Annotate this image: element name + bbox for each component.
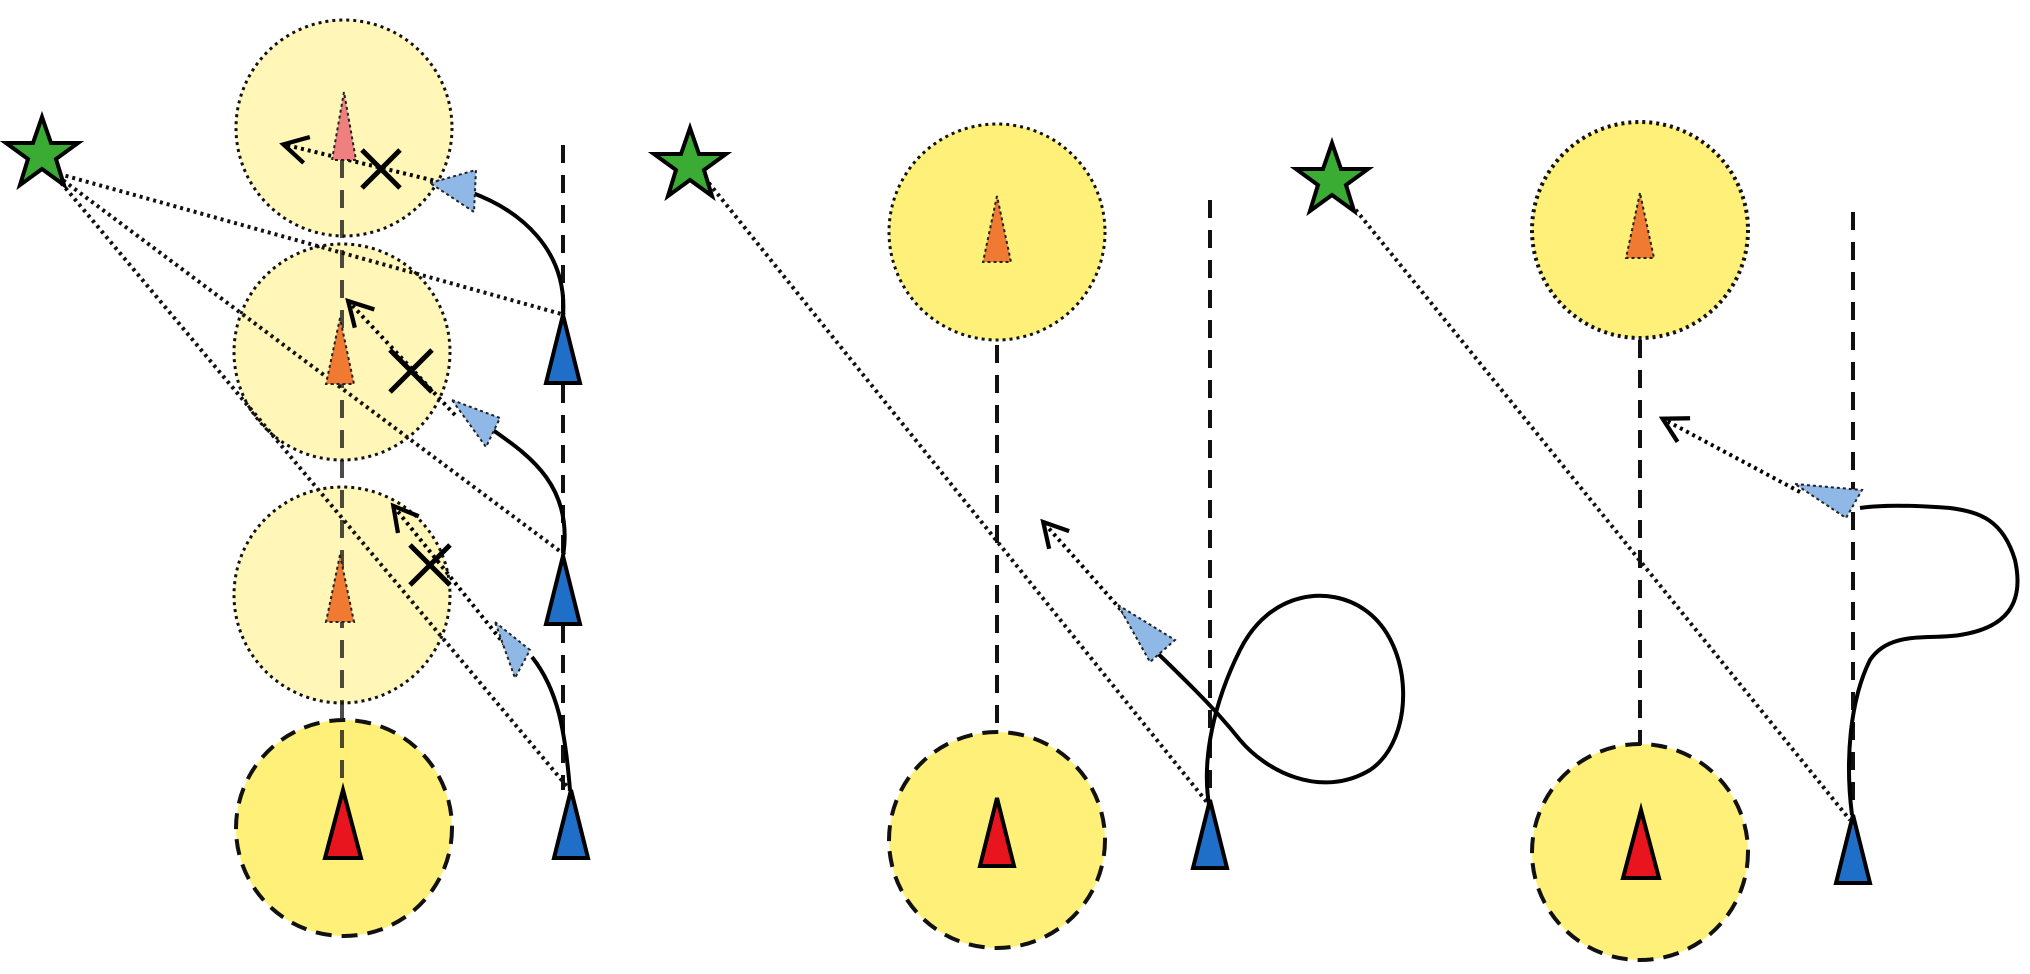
panel-middle <box>647 121 1406 950</box>
attacker-triangle-icon <box>322 782 364 860</box>
predicted-defender-triangle-icon <box>427 168 478 214</box>
predicted-attacker-triangle-icon <box>1624 192 1656 259</box>
sightline <box>50 170 567 557</box>
goal-star-icon <box>647 121 733 202</box>
defender-loop-maneuver <box>1150 593 1406 811</box>
predicted-attacker-triangle-icon <box>981 195 1013 263</box>
predicted-attacker-triangle-icon <box>324 554 356 623</box>
goal-star-icon <box>0 110 85 191</box>
predicted-defender-triangle-icon <box>492 619 532 681</box>
intercept-arrow <box>279 134 441 184</box>
defender-maneuver <box>469 190 566 317</box>
predicted-attacker-triangle-icon <box>324 317 356 385</box>
defender-detour-maneuver <box>1847 503 2020 816</box>
defender-maneuver <box>484 423 567 557</box>
defender-triangle-icon <box>543 314 583 385</box>
defender-triangle-icon <box>1190 799 1230 870</box>
defender-maneuver <box>530 655 572 791</box>
sightline <box>51 170 566 317</box>
sightline <box>698 170 1212 808</box>
defender-triangle-icon <box>1833 814 1873 885</box>
intercept-arrow <box>345 297 457 417</box>
cross-icon <box>388 348 434 394</box>
sightline <box>1336 186 1852 822</box>
sightline <box>50 170 572 792</box>
attacker-triangle-icon <box>1620 802 1662 880</box>
cross-icon <box>408 543 452 587</box>
predicted-defender-triangle-icon <box>1115 602 1177 664</box>
defender-triangle-icon <box>543 555 583 626</box>
predicted-defender-triangle-icon <box>449 397 502 449</box>
panel-left <box>0 18 591 938</box>
intercept-arrow <box>1040 518 1132 622</box>
attacker-triangle-icon <box>977 797 1017 868</box>
predicted-defender-triangle-icon <box>1794 483 1864 520</box>
predicted-attacker-triangle-icon <box>330 91 358 161</box>
defender-triangle-icon <box>551 789 591 860</box>
panel-right <box>1289 120 2020 962</box>
intercept-arrow <box>390 502 507 647</box>
intercept-arrow <box>1658 416 1801 494</box>
goal-star-icon <box>1289 136 1375 217</box>
cross-icon <box>360 148 402 190</box>
